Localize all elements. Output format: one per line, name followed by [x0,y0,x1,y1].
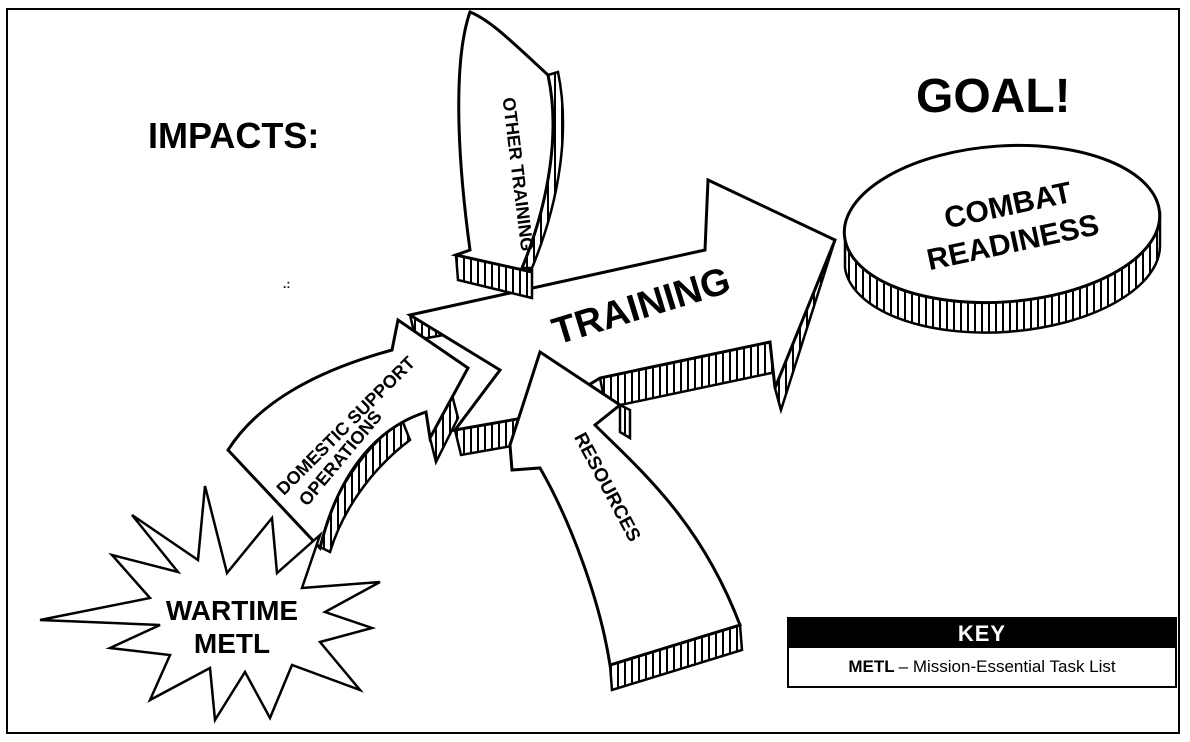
resources-arrow: RESOURCES [508,349,744,692]
goal-heading: GOAL! [916,70,1071,123]
key-box: KEY METL – Mission-Essential Task List [787,617,1177,688]
metl-label: METL [194,628,270,659]
key-title: KEY [789,619,1175,648]
key-term: METL [848,657,895,676]
other-training-arrow: OTHER TRAINING [450,10,565,300]
domestic-support-arrow: DOMESTIC SUPPORT OPERATIONS [226,317,470,554]
impacts-heading: IMPACTS: [148,115,319,156]
key-definition: – Mission-Essential Task List [898,657,1116,676]
key-entry: METL – Mission-Essential Task List [789,648,1175,686]
wartime-metl-starburst: WARTIME METL [39,485,381,724]
training-arrow: TRAINING [406,177,837,457]
speck-mark: .: [283,277,290,291]
combat-readiness-disc: COMBAT READINESS [842,143,1162,334]
wartime-label: WARTIME [166,595,298,626]
